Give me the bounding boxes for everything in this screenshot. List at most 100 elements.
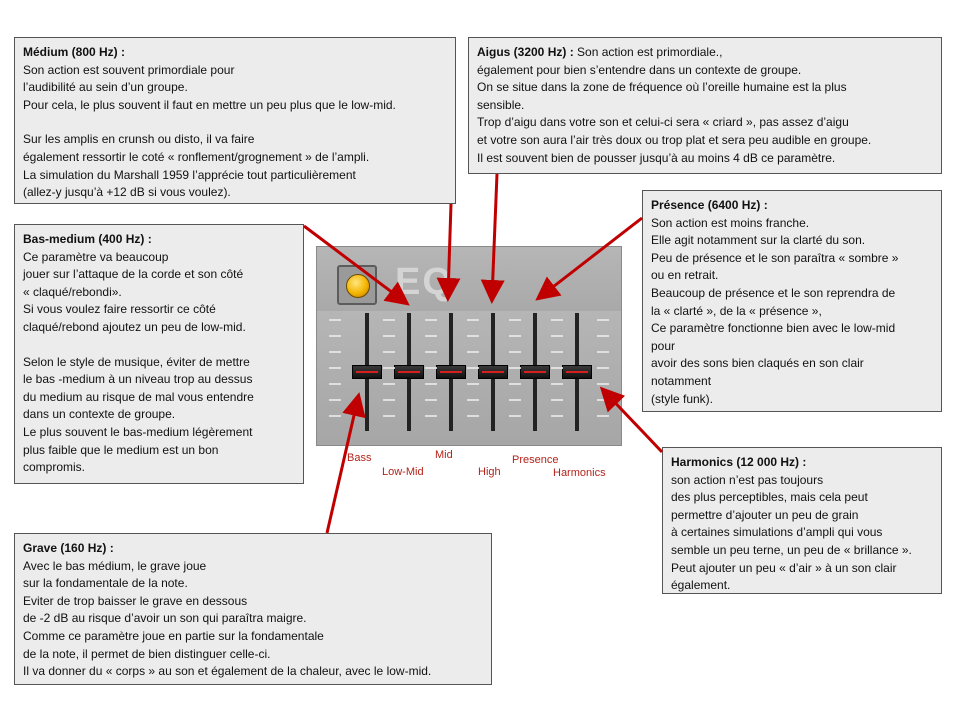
- scale-tick: [509, 367, 521, 369]
- medium-line: l’audibilité au sein d’un groupe.: [23, 80, 188, 95]
- scale-tick: [597, 351, 609, 353]
- bass-slider-knob[interactable]: [352, 365, 382, 379]
- medium-box: Médium (800 Hz) : Son action est souvent…: [14, 37, 456, 204]
- grave-line: Il va donner du « corps » au son et égal…: [23, 664, 432, 679]
- grave-arrow: [325, 392, 366, 534]
- presence-line: avoir des sons bien claqués en son clair: [651, 356, 864, 371]
- bas-medium-box: Bas-medium (400 Hz) : Ce paramètre va be…: [14, 224, 304, 484]
- presence-line: ou en retrait.: [651, 268, 719, 283]
- aigus-line: également pour bien s’entendre dans un c…: [477, 62, 802, 77]
- aigus-first-line: Aigus (3200 Hz) : Son action est primord…: [477, 44, 933, 62]
- scale-tick: [329, 383, 341, 385]
- scale-tick: [597, 415, 609, 417]
- grave-line: Avec le bas médium, le grave joue: [23, 558, 207, 573]
- presence-line: Peu de présence et le son paraîtra « som…: [651, 250, 899, 265]
- medium-line: Son action est souvent primordiale pour: [23, 62, 235, 77]
- medium-arrow: [436, 203, 461, 302]
- high-slider-knob[interactable]: [478, 365, 508, 379]
- scale-tick: [509, 319, 521, 321]
- presence-line: (style funk).: [651, 391, 714, 406]
- scale-tick: [467, 351, 479, 353]
- scale-tick: [551, 319, 563, 321]
- harmonics-line: permettre d’ajouter un peu de grain: [671, 507, 859, 522]
- scale-tick: [509, 351, 521, 353]
- scale-tick: [509, 383, 521, 385]
- presence-slider-knob[interactable]: [520, 365, 550, 379]
- aigus-line: sensible.: [477, 97, 525, 112]
- bas-medium-line: Selon le style de musique, éviter de met…: [23, 354, 250, 369]
- scale-tick: [509, 399, 521, 401]
- bas-medium-line: « claqué/rebondi».: [23, 284, 122, 299]
- grave-line: de la note, il permet de bien distinguer…: [23, 646, 271, 661]
- bas-medium-arrow: [303, 224, 410, 306]
- scale-tick: [383, 335, 395, 337]
- presence-line: Son action est moins franche.: [651, 215, 810, 230]
- scale-tick: [329, 415, 341, 417]
- presence-arrow: [535, 216, 643, 301]
- presence-line: pour: [651, 338, 676, 353]
- bas-medium-title: Bas-medium (400 Hz) :: [23, 232, 152, 246]
- presence-label: Presence: [512, 454, 559, 466]
- presence-line: notamment: [651, 373, 712, 388]
- aigus-arrow: [480, 173, 505, 304]
- harmonics-box: Harmonics (12 000 Hz) : son action n’est…: [662, 447, 942, 594]
- scale-tick: [329, 367, 341, 369]
- aigus-line: Trop d’aigu dans votre son et celui-ci s…: [477, 115, 849, 130]
- aigus-line: et votre son aura l’air très doux ou tro…: [477, 132, 872, 147]
- grave-line: de -2 dB au risque d’avoir un son qui pa…: [23, 611, 307, 626]
- low-mid-slider-knob[interactable]: [394, 365, 424, 379]
- scale-tick: [467, 399, 479, 401]
- bas-medium-line: du medium au risque de mal vous entendre: [23, 389, 254, 404]
- scale-tick: [597, 319, 609, 321]
- scale-tick: [551, 367, 563, 369]
- medium-line: (allez-y jusqu’à +12 dB si vous voulez).: [23, 185, 231, 200]
- scale-tick: [329, 335, 341, 337]
- power-led-icon: [346, 274, 370, 298]
- scale-tick: [509, 415, 521, 417]
- medium-title: Médium (800 Hz) :: [23, 45, 126, 59]
- medium-line: Pour cela, le plus souvent il faut en me…: [23, 97, 396, 112]
- medium-line: Sur les amplis en crunsh ou disto, il va…: [23, 132, 255, 147]
- scale-tick: [467, 367, 479, 369]
- harmonics-slider-knob[interactable]: [562, 365, 592, 379]
- harmonics-line: semble un peu terne, un peu de « brillan…: [671, 542, 912, 557]
- scale-tick: [551, 335, 563, 337]
- scale-tick: [383, 383, 395, 385]
- bas-medium-line: Ce paramètre va beaucoup: [23, 249, 169, 264]
- bass-label: Bass: [347, 452, 372, 464]
- presence-box: Présence (6400 Hz) : Son action est moin…: [642, 190, 942, 412]
- scale-tick: [425, 319, 437, 321]
- grave-box: Grave (160 Hz) : Avec le bas médium, le …: [14, 533, 492, 685]
- bas-medium-line: Si vous voulez faire ressortir ce côté: [23, 302, 216, 317]
- mid-slider-knob[interactable]: [436, 365, 466, 379]
- bas-medium-line: Le plus souvent le bas-medium légèrement: [23, 424, 253, 439]
- bas-medium-line: plus faible que le medium est un bon: [23, 442, 219, 457]
- scale-tick: [551, 383, 563, 385]
- presence-line: Ce paramètre fonctionne bien avec le low…: [651, 321, 896, 336]
- scale-tick: [383, 399, 395, 401]
- scale-tick: [329, 319, 341, 321]
- grave-line: Comme ce paramètre joue en partie sur la…: [23, 628, 324, 643]
- grave-title: Grave (160 Hz) :: [23, 541, 114, 555]
- bas-medium-line: claqué/rebond ajoutez un peu de low-mid.: [23, 319, 246, 334]
- scale-tick: [467, 383, 479, 385]
- scale-tick: [425, 399, 437, 401]
- aigus-line: Son action est primordiale.,: [573, 45, 723, 59]
- scale-tick: [329, 399, 341, 401]
- presence-line: Elle agit notamment sur la clarté du son…: [651, 233, 866, 248]
- aigus-line: On se situe dans la zone de fréquence où…: [477, 80, 847, 95]
- scale-tick: [467, 335, 479, 337]
- grave-line: Eviter de trop baisser le grave en desso…: [23, 593, 248, 608]
- aigus-title: Aigus (3200 Hz) :: [477, 45, 574, 59]
- presence-title: Présence (6400 Hz) :: [651, 198, 768, 212]
- bas-medium-line: le bas -medium à un niveau trop au dessu…: [23, 372, 253, 387]
- scale-tick: [425, 415, 437, 417]
- high-label: High: [478, 466, 501, 478]
- harmonics-line: Peut ajouter un peu « d’air » à un son c…: [671, 560, 897, 575]
- harmonics-line: des plus perceptibles, mais cela peut: [671, 490, 868, 505]
- bas-medium-line: dans un contexte de groupe.: [23, 407, 176, 422]
- scale-tick: [425, 351, 437, 353]
- low-mid-label: Low-Mid: [382, 466, 424, 478]
- grave-line: sur la fondamentale de la note.: [23, 576, 188, 591]
